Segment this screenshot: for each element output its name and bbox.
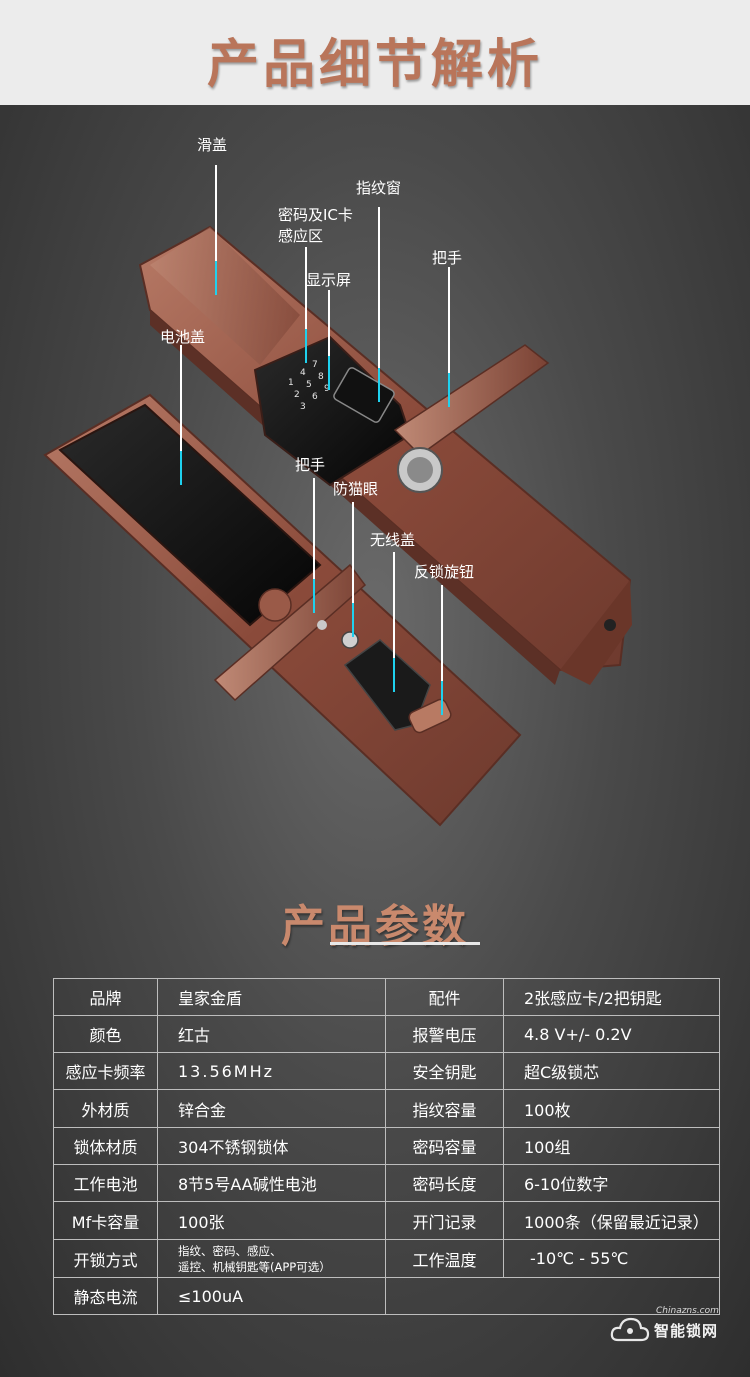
callout-line-display (328, 290, 330, 390)
callout-line-peephole (352, 502, 354, 637)
param-value: 6-10位数字 (503, 1164, 720, 1202)
callout-handle-top: 把手 (432, 249, 463, 267)
param-value: 超C级锁芯 (503, 1052, 720, 1090)
param-value: -10℃ - 55℃ (503, 1239, 720, 1278)
param-key: 外材质 (53, 1089, 158, 1128)
param-value: 皇家金盾 (157, 978, 386, 1016)
table-row: 静态电流 ≤100uA (53, 1277, 720, 1315)
callout-display: 显示屏 (306, 271, 352, 289)
param-key: 开门记录 (385, 1201, 504, 1240)
param-key: 开锁方式 (53, 1239, 158, 1278)
table-row: 外材质 锌合金 指纹容量 100枚 (53, 1089, 720, 1128)
param-value: 4.8 V+/- 0.2V (503, 1015, 720, 1053)
param-value: 锌合金 (157, 1089, 386, 1128)
callout-line-handle-bottom (313, 478, 315, 613)
params-table: 品牌 皇家金盾 配件 2张感应卡/2把钥匙 颜色 红古 报警电压 4.8 V+/… (53, 978, 720, 1315)
param-value: 8节5号AA碱性电池 (157, 1164, 386, 1202)
param-value: 304不锈钢锁体 (157, 1127, 386, 1165)
table-row: 锁体材质 304不锈钢锁体 密码容量 100组 (53, 1127, 720, 1165)
table-row: 品牌 皇家金盾 配件 2张感应卡/2把钥匙 (53, 978, 720, 1016)
callout-wireless-cover: 无线盖 (370, 531, 416, 549)
param-key: 感应卡频率 (53, 1052, 158, 1090)
param-key: 指纹容量 (385, 1089, 504, 1128)
table-row: 工作电池 8节5号AA碱性电池 密码长度 6-10位数字 (53, 1164, 720, 1202)
param-value: 红古 (157, 1015, 386, 1053)
site-logo: Chinazns.com 智能锁网 (608, 1306, 728, 1346)
callout-fingerprint-window: 指纹窗 (356, 179, 402, 197)
param-key: 工作电池 (53, 1164, 158, 1202)
callout-slide-cover: 滑盖 (197, 136, 228, 154)
svg-text:2: 2 (294, 390, 300, 400)
param-key: 工作温度 (385, 1239, 504, 1278)
params-title-underline (330, 942, 480, 945)
logo-url: Chinazns.com (656, 1306, 719, 1316)
header-banner: 产品细节解析 (0, 0, 750, 105)
callout-line-battery-cover (180, 345, 182, 485)
callout-line-fingerprint-window (378, 207, 380, 402)
callout-line-wireless-cover (393, 552, 395, 692)
page-title: 产品细节解析 (206, 35, 543, 95)
param-key: 锁体材质 (53, 1127, 158, 1165)
svg-text:5: 5 (306, 380, 312, 390)
param-value: ≤100uA (157, 1277, 386, 1315)
param-key: 密码容量 (385, 1127, 504, 1165)
svg-text:8: 8 (318, 372, 324, 382)
callout-line-knob (441, 585, 443, 715)
param-value: 13.56MHz (157, 1052, 386, 1090)
callout-password-ic-line1: 密码及IC卡 (278, 206, 353, 224)
param-value-unlock-methods: 指纹、密码、感应、 遥控、机械钥匙等(APP可选） (157, 1239, 386, 1278)
callout-battery-cover: 电池盖 (160, 328, 206, 346)
param-value-empty (503, 1277, 720, 1315)
param-key: 安全钥匙 (385, 1052, 504, 1090)
param-value: 2张感应卡/2把钥匙 (503, 978, 720, 1016)
table-row: 感应卡频率 13.56MHz 安全钥匙 超C级锁芯 (53, 1052, 720, 1090)
unlock-methods-line2: 遥控、机械钥匙等(APP可选） (178, 1259, 331, 1274)
svg-text:9: 9 (324, 384, 330, 394)
callout-peephole: 防猫眼 (333, 480, 379, 498)
param-key-empty (385, 1277, 504, 1315)
table-row: 开锁方式 指纹、密码、感应、 遥控、机械钥匙等(APP可选） 工作温度 -10℃… (53, 1239, 720, 1278)
param-key: 品牌 (53, 978, 158, 1016)
table-row: 颜色 红古 报警电压 4.8 V+/- 0.2V (53, 1015, 720, 1053)
svg-text:7: 7 (312, 360, 318, 370)
svg-text:6: 6 (312, 392, 318, 402)
svg-text:1: 1 (288, 378, 294, 388)
param-key: 报警电压 (385, 1015, 504, 1053)
param-key: 静态电流 (53, 1277, 158, 1315)
param-value: 100枚 (503, 1089, 720, 1128)
svg-text:4: 4 (300, 368, 306, 378)
param-value: 100组 (503, 1127, 720, 1165)
table-row: Mf卡容量 100张 开门记录 1000条（保留最近记录） (53, 1201, 720, 1240)
param-value: 100张 (157, 1201, 386, 1240)
callout-line-slide-cover (215, 165, 217, 295)
smart-lock-image: 147 258 369 (43, 225, 632, 827)
logo-name: 智能锁网 (654, 1322, 719, 1340)
callout-handle-bottom: 把手 (295, 456, 326, 474)
param-key: Mf卡容量 (53, 1201, 158, 1240)
param-key: 颜色 (53, 1015, 158, 1053)
unlock-methods-line1: 指纹、密码、感应、 (178, 1243, 282, 1258)
callout-password-ic-line2: 感应区 (278, 227, 324, 245)
callout-anti-lock-knob: 反锁旋钮 (414, 563, 475, 581)
param-value: 1000条（保留最近记录） (503, 1201, 720, 1240)
param-key: 密码长度 (385, 1164, 504, 1202)
svg-text:3: 3 (300, 402, 306, 412)
callout-line-handle-top (448, 267, 450, 407)
callout-line-password-ic (305, 247, 307, 363)
cloud-icon (610, 1317, 650, 1342)
param-key: 配件 (385, 978, 504, 1016)
